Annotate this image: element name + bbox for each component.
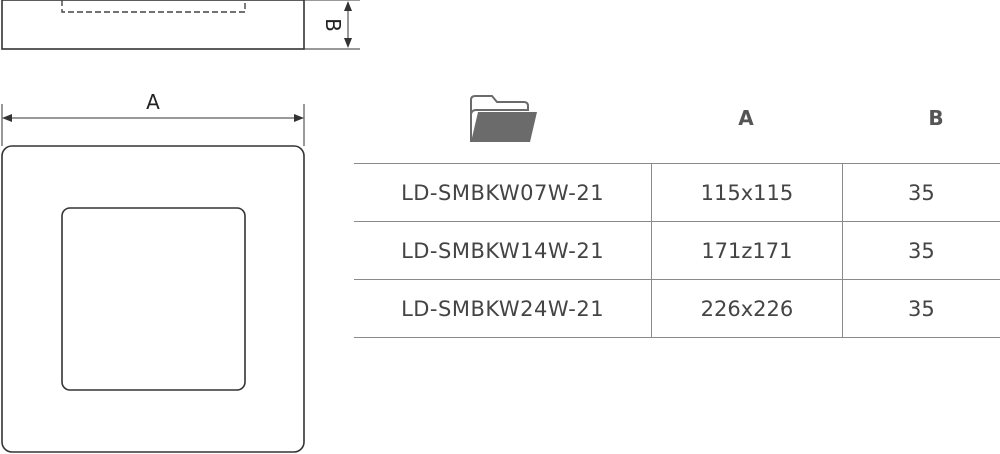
arrowhead-b-top: [344, 1, 352, 11]
folder-icon: [470, 95, 537, 142]
arrowhead-b-bottom: [344, 38, 352, 48]
model-cell: LD-SMBKW14W-21: [354, 221, 653, 280]
dimension-b-cell: 35: [842, 221, 1000, 280]
side-view-body: [1, 0, 305, 50]
table-row: LD-SMBKW14W-21 171z171 35: [354, 221, 1000, 280]
dimension-a-cell: 115x115: [651, 163, 843, 222]
dimension-a-cell: 171z171: [651, 221, 843, 280]
dimension-label-a: A: [146, 90, 160, 114]
table-row: LD-SMBKW07W-21 115x115 35: [354, 163, 1000, 222]
arrowhead-a-left: [2, 114, 12, 122]
side-view: B: [1, 0, 360, 50]
dimension-a-cell: 226x226: [651, 279, 843, 338]
top-view-outer-frame: [1, 145, 305, 453]
column-header-b: B: [928, 106, 944, 130]
model-cell: LD-SMBKW24W-21: [354, 279, 653, 338]
dimension-b-cell: 35: [842, 163, 1000, 222]
top-view-inner-panel: [61, 207, 246, 391]
top-view: A: [1, 90, 305, 453]
model-cell: LD-SMBKW07W-21: [354, 163, 653, 222]
dimension-label-b: B: [321, 18, 345, 32]
column-header-a: A: [738, 106, 754, 130]
dimension-b-cell: 35: [842, 279, 1000, 338]
table-row: LD-SMBKW24W-21 226x226 35: [354, 279, 1000, 338]
dimensions-table: LD-SMBKW07W-21 115x115 35 LD-SMBKW14W-21…: [354, 163, 1000, 338]
arrowhead-a-right: [294, 114, 304, 122]
side-view-recess: [61, 0, 246, 13]
